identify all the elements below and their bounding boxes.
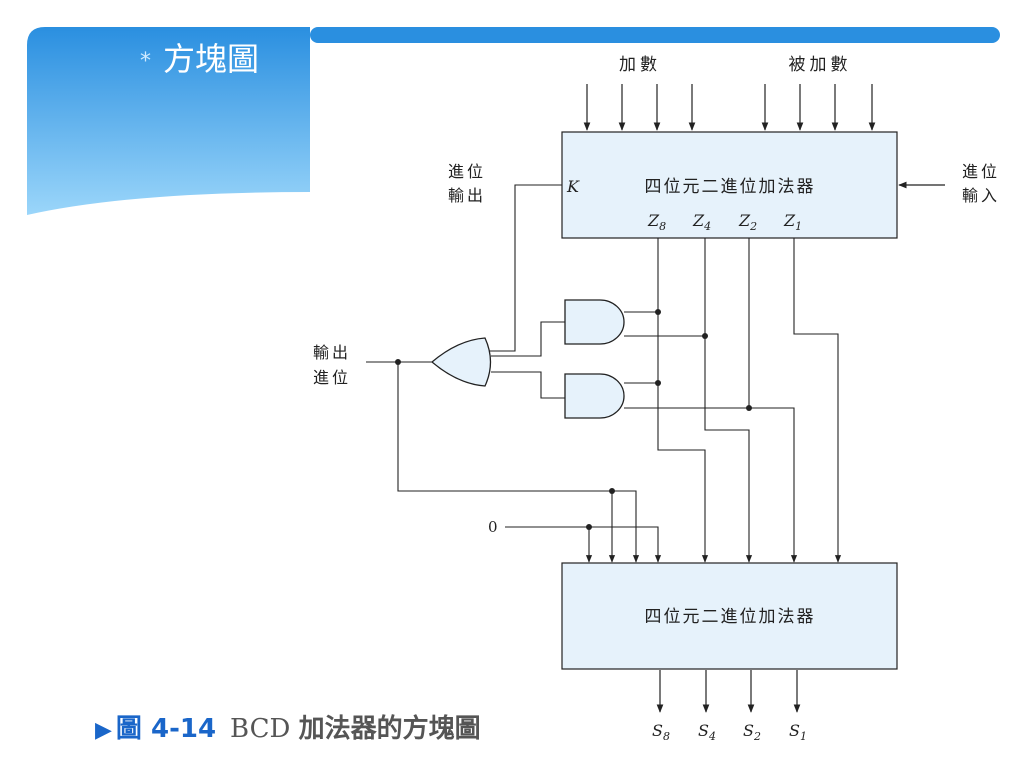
bottom-adder-box: [561, 562, 898, 670]
z2-label: Z2: [738, 211, 757, 233]
carry-feedback-wire: [397, 362, 612, 492]
slide-title: * 方塊圖: [140, 34, 259, 80]
header-swoosh: [27, 27, 310, 215]
z8-wire: [657, 238, 709, 563]
title-text: 方塊圖: [163, 40, 260, 78]
and-gate-1: [564, 299, 625, 345]
s4-label: S4: [698, 721, 716, 743]
and1-to-or-wire: [491, 321, 565, 357]
figure-caption: ▶圖 4-14 BCD 加法器的方塊圖: [95, 708, 481, 745]
z1-wire: [793, 238, 842, 563]
or-gate: [430, 337, 492, 387]
and2-to-or-wire: [491, 371, 565, 399]
carry-in-label-2: 輸入: [962, 186, 1000, 205]
title-bullet-icon: *: [140, 48, 151, 74]
s8-label: S8: [652, 721, 670, 743]
s1-label: S1: [789, 721, 807, 743]
figure-number: 圖 4-14: [115, 714, 217, 744]
junction-dots: [395, 309, 752, 530]
header-decoration: [27, 27, 1000, 215]
carry-out-label-2: 輸出: [448, 186, 486, 205]
z8-label: Z8: [647, 211, 666, 233]
and-gate-2: [564, 373, 625, 419]
z2-wire: [748, 238, 798, 563]
zero-input-label: 0: [488, 518, 498, 536]
output-carry-label-1: 輸出: [313, 343, 351, 362]
top-adder-box: [561, 131, 898, 239]
caption-text-plain: BCD: [230, 714, 299, 744]
corr-bit-wire: [612, 490, 640, 563]
z4-label: Z4: [692, 211, 711, 233]
carry-out-label-1: 進位: [448, 162, 486, 181]
caption-text: BCD 加法器的方塊圖: [230, 714, 481, 744]
k-label: K: [566, 177, 580, 196]
s2-label: S2: [743, 721, 761, 743]
caption-marker-icon: ▶: [95, 718, 112, 743]
top-adder-label: 四位元二進位加法器: [645, 177, 816, 197]
header-bar: [310, 27, 1000, 43]
wiring: [366, 184, 842, 563]
output-carry-label-2: 進位: [313, 368, 351, 387]
addend-label: 加數: [619, 55, 661, 75]
k-wire: [488, 184, 562, 352]
z1-label: Z1: [783, 211, 802, 233]
z4-wire: [704, 238, 753, 563]
caption-text-bold: 加法器的方塊圖: [298, 714, 481, 744]
carry-in-label-1: 進位: [962, 162, 1000, 181]
zero-wire: [505, 526, 662, 563]
sum-output-arrows: [656, 670, 801, 713]
top-input-arrows: [583, 84, 876, 131]
bottom-adder-label: 四位元二進位加法器: [645, 607, 816, 627]
augend-label: 被加數: [789, 55, 852, 75]
